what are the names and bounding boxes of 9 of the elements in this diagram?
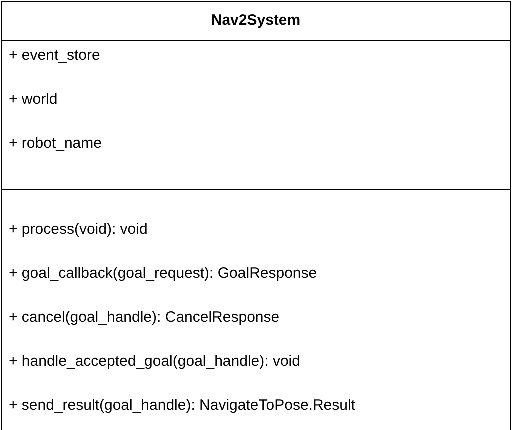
attribute-text: + world (9, 90, 58, 110)
class-name: Nav2System (211, 11, 301, 31)
method-text: + send_result(goal_handle): NavigateToPose.Result (9, 396, 356, 416)
method-text: + goal_callback(goal_request): GoalResponse (9, 264, 318, 284)
method-text: + handle_accepted_goal(goal_handle): void (9, 352, 300, 372)
method-text: + cancel(goal_handle): CancelResponse (9, 308, 280, 328)
attribute-text: + robot_name (9, 134, 102, 154)
method-text: + process(void): void (9, 220, 148, 240)
attribute-text: + event_store (9, 46, 100, 66)
